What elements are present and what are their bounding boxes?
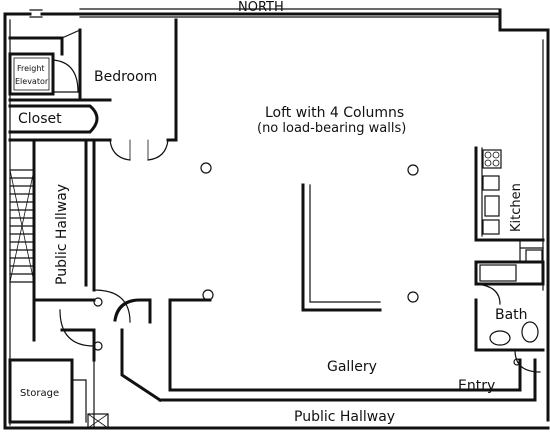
gallery-walls	[113, 183, 537, 403]
freight-elevator-label-2: Elevator	[15, 77, 49, 86]
bath-block	[474, 260, 545, 402]
bath-label: Bath	[495, 307, 528, 323]
column	[202, 289, 214, 301]
loft-sublabel: (no load-bearing walls)	[257, 121, 406, 136]
columns	[200, 162, 419, 303]
west-hallway	[9, 138, 131, 362]
column	[407, 291, 419, 303]
south-hallway-label: Public Hallway	[294, 409, 395, 425]
kitchen-block	[474, 146, 545, 263]
storage-block	[8, 358, 109, 429]
loft-label: Loft with 4 Columns	[265, 105, 404, 121]
entry-label: Entry	[458, 378, 495, 394]
compass-label: NORTH	[238, 0, 284, 15]
bedroom-label: Bedroom	[94, 69, 157, 85]
gallery-label: Gallery	[327, 359, 377, 375]
column	[200, 162, 212, 174]
closet-label: Closet	[18, 111, 62, 127]
west-hallway-label: Public Hallway	[54, 184, 70, 285]
freight-elevator-label: Freight	[17, 64, 45, 73]
kitchen-label: Kitchen	[509, 183, 524, 232]
column	[407, 164, 419, 176]
labels: NORTH Freight Elevator Bedroom Closet Lo…	[15, 0, 528, 425]
storage-label: Storage	[20, 388, 59, 399]
